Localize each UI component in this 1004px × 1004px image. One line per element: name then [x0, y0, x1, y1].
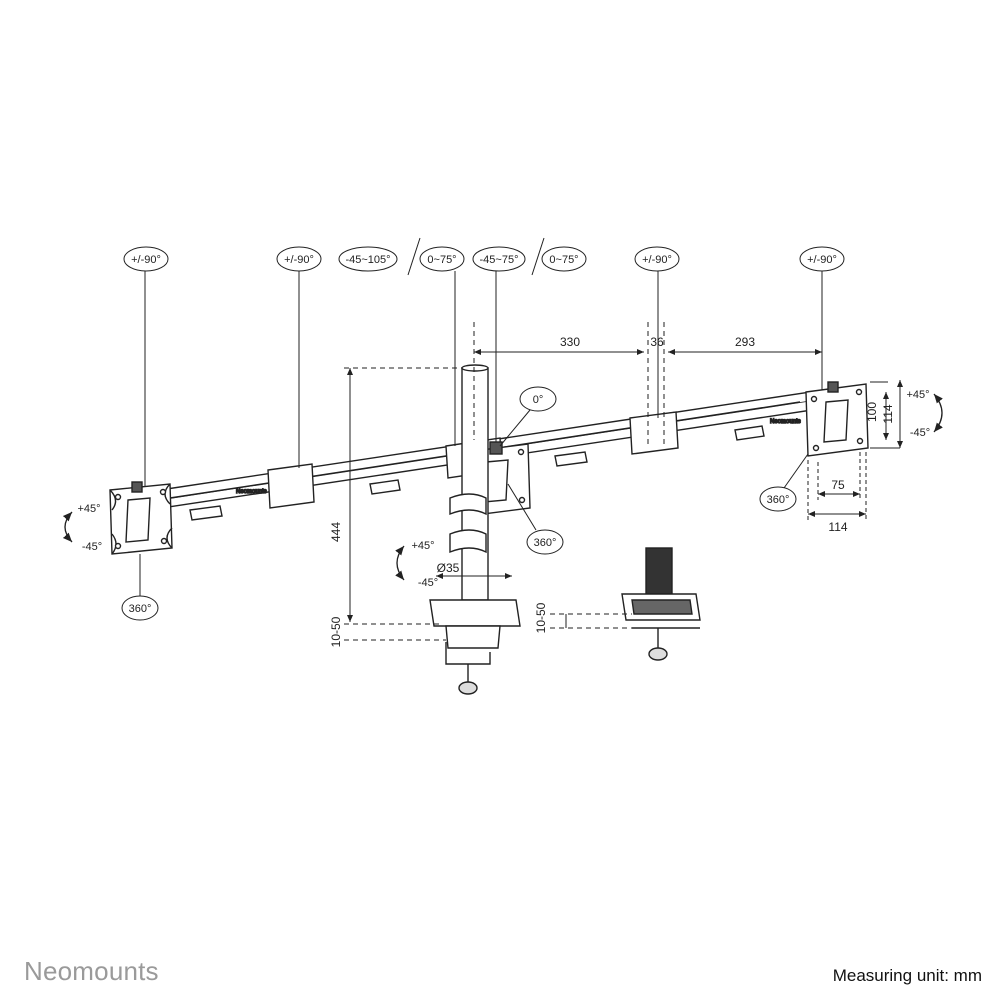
arm-tilt-c-oval — [472, 246, 526, 272]
dim-pole-height: 444 — [329, 522, 343, 542]
dim-joint-gap: 36 — [650, 335, 664, 349]
dim-desk-thickness-a: 10-50 — [329, 616, 343, 647]
dim-vesa-h-inner: 75 — [831, 478, 845, 492]
right-tilt-oval — [799, 246, 845, 272]
center-rotate-oval — [526, 529, 564, 555]
arm-joint-right-label: +/-90° — [642, 254, 672, 266]
left-tilt-label: +/-90° — [131, 254, 161, 266]
pole-tilt-minus: -45° — [418, 577, 438, 589]
dim-arm-left: 330 — [560, 335, 580, 349]
arm-tilt-b-label: 0~75° — [427, 254, 456, 266]
left-tilt-plus: +45° — [77, 503, 100, 515]
arm-brand-mark-right: Neomounts — [770, 419, 801, 425]
dim-pole-diameter: Ø35 — [437, 561, 460, 575]
left-rotate-oval — [121, 595, 159, 621]
brand-logo: Neomounts — [24, 956, 159, 986]
center-rotate-label: 360° — [534, 537, 557, 549]
pole-and-clamp — [429, 364, 521, 695]
left-rotate-label: 360° — [129, 603, 152, 615]
arm-joint-left-oval — [276, 246, 322, 272]
arm-joint-right-oval — [634, 246, 680, 272]
right-tilt-minus: -45° — [910, 427, 930, 439]
arm-tilt-d-oval — [541, 246, 587, 272]
measuring-unit-note: Measuring unit: mm — [832, 966, 982, 985]
arm-tilt-c-label: -45~75° — [480, 254, 519, 266]
tilt-arcs — [62, 393, 943, 581]
right-tilt-label: +/-90° — [807, 254, 837, 266]
left-tilt-minus: -45° — [82, 541, 102, 553]
center-zero-label: 0° — [533, 394, 544, 406]
label-ovals — [121, 246, 845, 621]
leader-lines — [139, 237, 823, 596]
right-rotate-oval — [759, 486, 797, 512]
arm-tilt-a-label: -45~105° — [345, 254, 390, 266]
detail-clamp — [621, 547, 701, 661]
arm-tilt-a-oval — [338, 246, 398, 272]
arm-tilt-d-label: 0~75° — [549, 254, 578, 266]
center-zero-oval — [519, 386, 557, 412]
dimension-lines — [344, 322, 903, 641]
dim-vesa-outer: 114 — [881, 404, 895, 423]
arm-brand-mark: Neomounts — [236, 489, 267, 495]
arm-joint-left-label: +/-90° — [284, 254, 314, 266]
dim-vesa-h-outer: 114 — [828, 520, 847, 534]
left-vesa-plate — [109, 481, 173, 555]
pole-tilt-plus: +45° — [411, 540, 434, 552]
left-tilt-oval — [123, 246, 169, 272]
right-tilt-plus: +45° — [906, 389, 929, 401]
dim-desk-thickness-b: 10-50 — [534, 602, 548, 633]
right-rotate-label: 360° — [767, 494, 790, 506]
arm-tilt-b-oval — [419, 246, 465, 272]
right-vesa-plate — [805, 381, 869, 457]
dim-arm-right: 293 — [735, 335, 755, 349]
dim-vesa-inner: 100 — [865, 402, 879, 422]
